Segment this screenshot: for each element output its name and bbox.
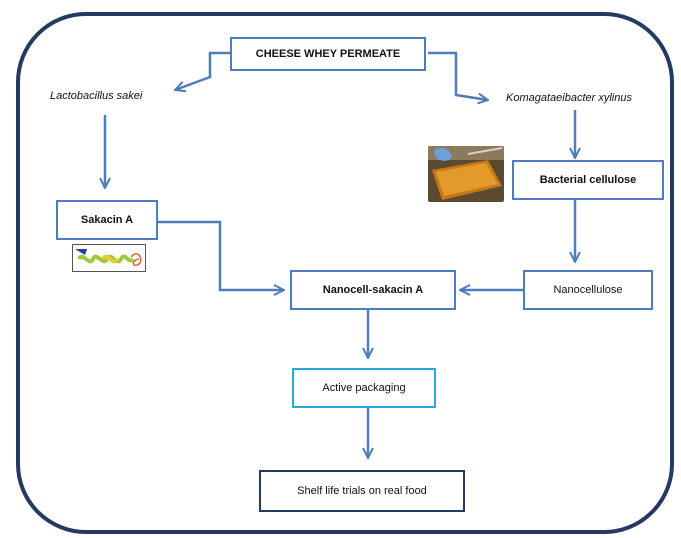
node-nanocellulose: Nanocellulose	[523, 270, 653, 310]
label-komagataeibacter-xylinus: Komagataeibacter xylinus	[506, 92, 632, 104]
diagram-frame	[16, 12, 674, 534]
node-nanocell-sakacin-a: Nanocell-sakacin A	[290, 270, 456, 310]
node-bacterial-cellulose: Bacterial cellulose	[512, 160, 664, 200]
node-shelf-life-trials: Shelf life trials on real food	[259, 470, 465, 512]
node-active-packaging: Active packaging	[292, 368, 436, 408]
protein-structure-icon	[72, 244, 146, 272]
node-sakacin-a: Sakacin A	[56, 200, 158, 240]
bacterial-cellulose-photo	[428, 146, 504, 202]
arrow-whey-to-komagataeibacter	[428, 51, 488, 100]
arrow-whey-to-lactobacillus	[175, 51, 230, 90]
node-cheese-whey-permeate: CHEESE WHEY PERMEATE	[230, 37, 426, 71]
arrow-sakacin-to-nanocell	[158, 220, 284, 290]
label-lactobacillus-sakei: Lactobacillus sakei	[50, 90, 143, 102]
